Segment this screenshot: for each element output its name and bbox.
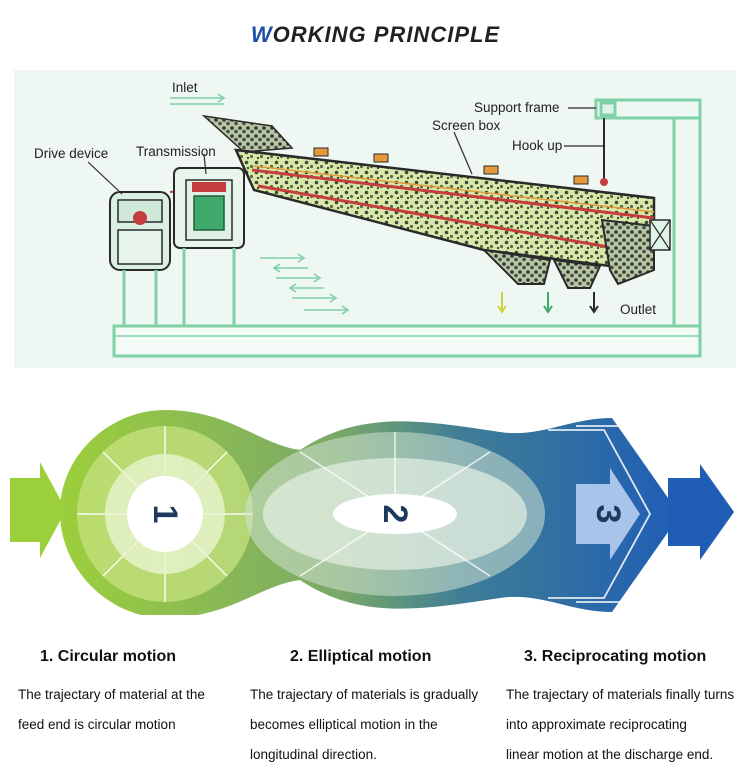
description-line: The trajectary of material at the xyxy=(18,687,205,702)
description-line: longitudinal direction. xyxy=(250,747,377,762)
stage-3-arrow xyxy=(576,468,640,560)
inlet-hopper xyxy=(201,114,294,153)
heading-elliptical-motion: 2. Elliptical motion xyxy=(290,648,432,665)
label-support-frame: Support frame xyxy=(474,100,560,115)
heading-circular-motion: 1. Circular motion xyxy=(40,648,177,665)
leader-lines xyxy=(87,107,604,195)
description-line: becomes elliptical motion in the xyxy=(250,717,438,732)
flow-arrows xyxy=(170,93,350,315)
stage-2-number: 2 xyxy=(376,505,414,524)
label-screen-box: Screen box xyxy=(432,118,501,133)
outlet-arrows xyxy=(497,292,599,314)
description-line: linear motion at the discharge end. xyxy=(506,747,714,762)
description-line: The trajectary of materials finally turn… xyxy=(506,687,735,702)
support-frame xyxy=(594,98,702,332)
hook-up-point xyxy=(600,178,608,186)
description-reciprocating: 3. Reciprocating motion The trajectary o… xyxy=(506,648,748,770)
title-rest: ORKING PRINCIPLE xyxy=(272,22,501,47)
description-line: into approximate reciprocating xyxy=(506,717,687,732)
label-outlet: Outlet xyxy=(620,302,656,317)
stage-1-number: 1 xyxy=(146,505,184,524)
transmission xyxy=(173,167,245,326)
label-inlet: Inlet xyxy=(172,80,198,95)
description-line: The trajectary of materials is gradually xyxy=(250,687,479,702)
description-circular: 1. Circular motion The trajectary of mat… xyxy=(18,648,233,740)
screen-box xyxy=(233,147,671,289)
stage-2-group xyxy=(245,432,545,596)
stage-1-group xyxy=(77,426,253,602)
label-drive-device: Drive device xyxy=(34,146,108,161)
machine-diagram: Inlet Drive device Transmission Screen b… xyxy=(14,70,736,368)
description-elliptical: 2. Elliptical motion The trajectary of m… xyxy=(250,648,490,770)
exit-arrow xyxy=(668,464,734,560)
title-first-letter: W xyxy=(250,22,273,47)
label-hook-up: Hook up xyxy=(512,138,562,153)
stage-3-number: 3 xyxy=(589,505,627,524)
label-transmission: Transmission xyxy=(136,144,216,159)
description-line: feed end is circular motion xyxy=(18,717,176,732)
heading-reciprocating-motion: 3. Reciprocating motion xyxy=(524,648,707,665)
entry-arrow xyxy=(10,462,66,558)
base-frame xyxy=(112,324,702,358)
motion-stages: 1 2 3 xyxy=(10,410,734,615)
page-title: WORKING PRINCIPLE xyxy=(0,22,751,48)
